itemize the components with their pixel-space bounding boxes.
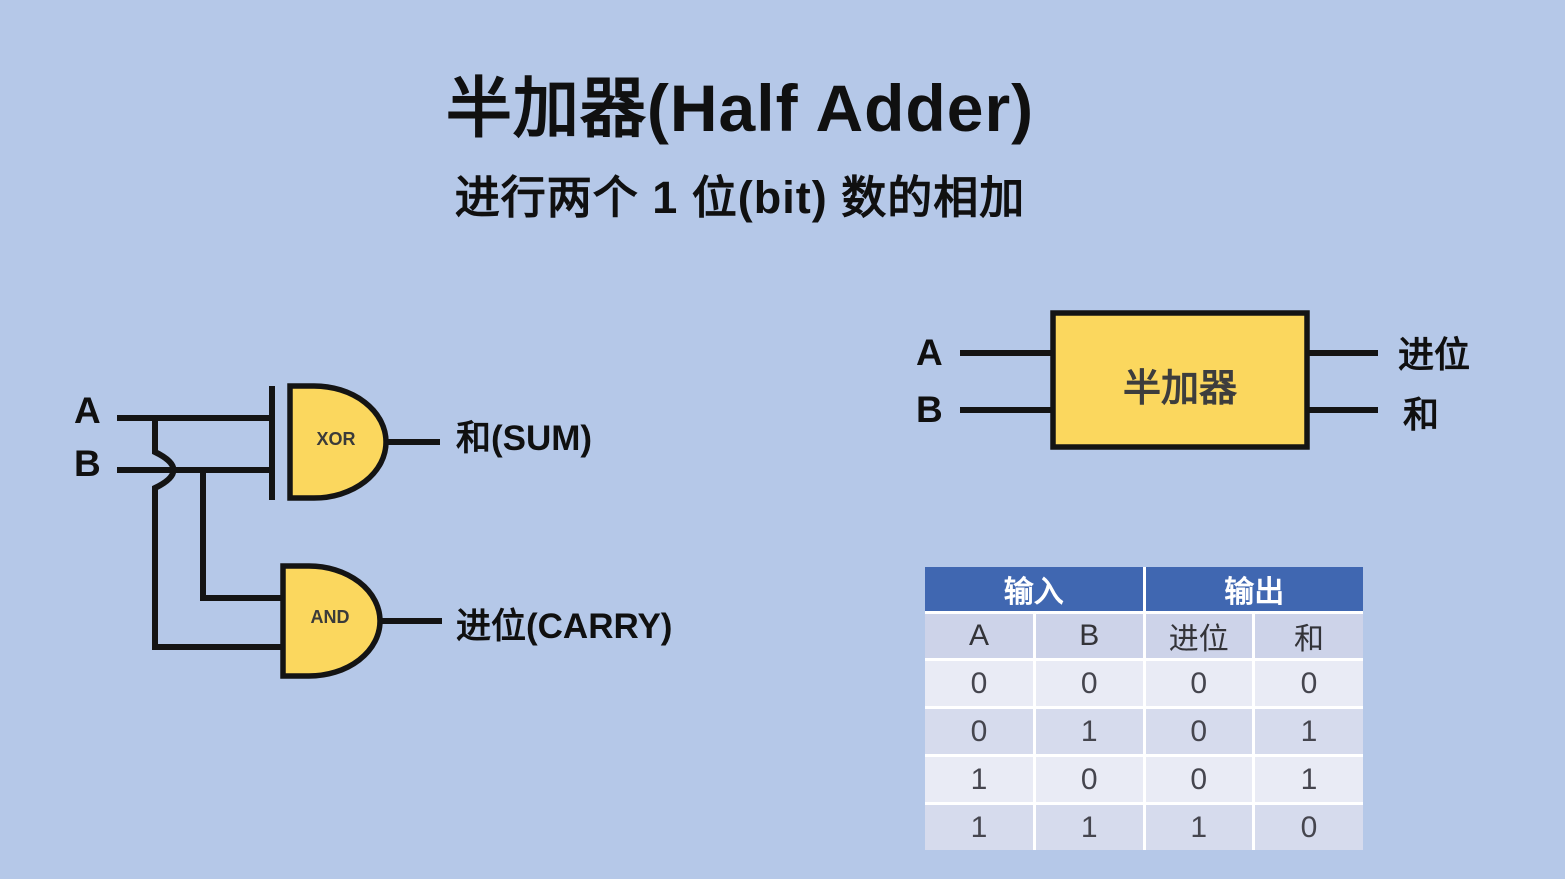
truth-cell: 1 [1033,802,1146,850]
truth-column-header: 进位 [1142,611,1255,661]
truth-cell: 0 [925,706,1036,757]
truth-cell: 1 [925,754,1036,805]
truth-group-header: 输出 [1142,567,1363,614]
truth-cell: 0 [1033,658,1146,709]
block-sum-label: 和 [1403,394,1440,435]
page-title: 半加器(Half Adder) [445,71,1035,145]
truth-cell: 1 [1033,706,1146,757]
sum-output-label: 和(SUM) [456,419,593,458]
block-input-a-label: A [916,332,943,373]
carry-output-label: 进位(CARRY) [456,607,673,646]
truth-column-header: 和 [1252,611,1363,661]
and-gate-label: AND [310,607,350,627]
truth-cell: 0 [1142,706,1255,757]
truth-cell: 1 [1252,706,1363,757]
truth-column-header: B [1033,611,1146,661]
circuit-input-a-label: A [74,390,101,431]
xor-gate-body [287,383,389,501]
truth-cell: 0 [1033,754,1146,805]
xor-gate-label: XOR [316,429,356,449]
wire-a-branch-with-hop [152,418,283,650]
truth-cell: 0 [1142,658,1255,709]
block-carry-label: 进位 [1398,334,1471,375]
header: 半加器(Half Adder) 进行两个 1 位(bit) 数的相加 [0,72,1480,226]
truth-cell: 1 [1252,754,1363,805]
truth-group-header: 输入 [925,567,1146,614]
truth-cell: 1 [1142,802,1255,850]
truth-cell: 0 [1252,802,1363,850]
half-adder-box [1050,310,1310,450]
wire-b-branch [200,470,283,601]
truth-cell: 0 [925,658,1036,709]
page-subtitle: 进行两个 1 位(bit) 数的相加 [454,171,1026,223]
truth-cell: 0 [1252,658,1363,709]
block-input-b-label: B [916,389,943,430]
truth-cell: 1 [925,802,1036,850]
truth-table-group-header-row: 输入输出 [925,567,1363,614]
half-adder-box-label: 半加器 [1122,368,1237,410]
circuit-input-b-label: B [74,443,101,484]
truth-column-header: A [925,611,1036,661]
and-gate-body [280,563,383,679]
truth-cell: 0 [1142,754,1255,805]
